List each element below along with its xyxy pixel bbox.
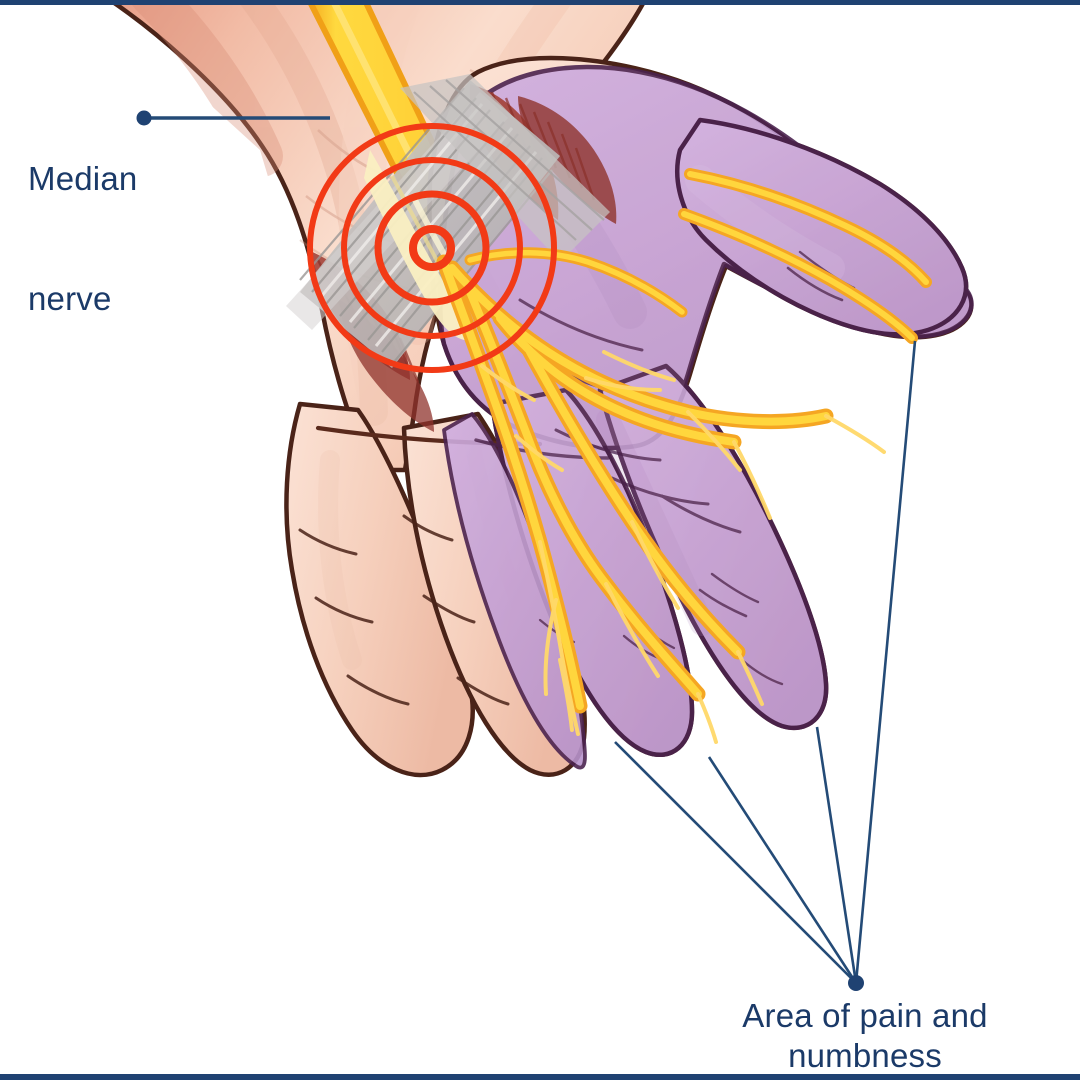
pain-circle-3 bbox=[341, 157, 523, 339]
pain-numbness-label: Area of pain and numbness bbox=[742, 997, 988, 1075]
pain-circle-inner bbox=[409, 225, 455, 271]
bottom-edge-bar bbox=[0, 1074, 1080, 1080]
pain-radiating-circles bbox=[307, 123, 557, 373]
top-edge-bar bbox=[0, 0, 1080, 5]
pain-numbness-leader-hub bbox=[848, 975, 864, 991]
median-nerve-label-line2: nerve bbox=[28, 280, 112, 318]
pain-circle-outer bbox=[307, 123, 557, 373]
leader-to-index-pad bbox=[815, 726, 858, 984]
leader-to-index-finger bbox=[707, 756, 858, 984]
leader-lines bbox=[136, 110, 917, 991]
median-nerve-leader-dot bbox=[136, 110, 152, 126]
median-nerve-label: Median nerve bbox=[28, 78, 137, 400]
leader-to-thumb bbox=[854, 340, 917, 984]
pain-numbness-leaders bbox=[614, 340, 917, 984]
nerve-branches bbox=[436, 168, 932, 744]
median-nerve-label-line1: Median bbox=[28, 159, 138, 197]
leader-to-middle-finger bbox=[614, 741, 857, 984]
finger-creases bbox=[298, 514, 510, 706]
purple-thumb-region bbox=[675, 117, 969, 337]
pain-circle-2 bbox=[374, 190, 490, 306]
median-nerve-leader bbox=[136, 110, 330, 126]
